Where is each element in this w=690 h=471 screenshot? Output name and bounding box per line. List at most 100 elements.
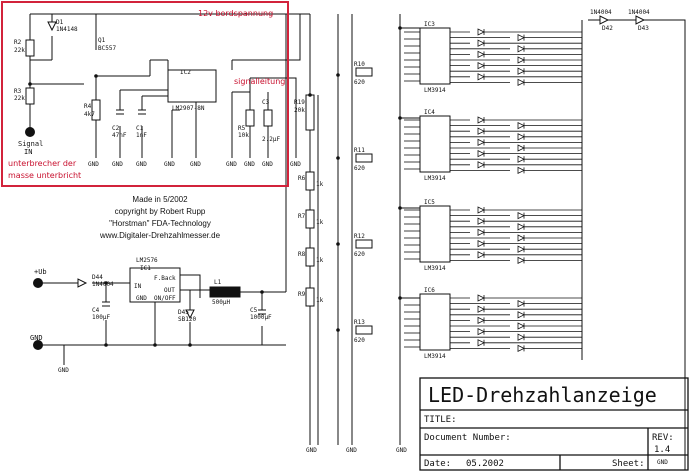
label-c2-value: 47nF [112, 132, 127, 139]
label-ic3: IC3 [424, 21, 435, 28]
label-r5: R5 [238, 125, 246, 132]
label-l1: L1 [214, 279, 222, 286]
label-r10-value: 620 [354, 79, 365, 86]
gnd-label-7: GND [244, 161, 255, 168]
led-diode-icon [517, 166, 525, 175]
led-diode-icon [517, 133, 525, 141]
label-d44-value: 1N4004 [92, 281, 114, 288]
title-block-frame [419, 377, 689, 471]
unterbrecher-note-line2: masse unterbricht [8, 171, 81, 180]
label-ic4-part: LM3914 [424, 175, 446, 182]
credit-line-3: "Horstman" FDA-Technology [109, 219, 211, 228]
label-c2: C2 [112, 125, 120, 132]
led-diode-icon [477, 61, 485, 70]
ic1-pin-gnd: GND [136, 295, 147, 302]
label-c5-value: 1000µF [250, 314, 272, 321]
highlight-box [1, 1, 289, 187]
led-diode-icon [477, 127, 485, 135]
label-d45: D45 [178, 309, 189, 316]
label-c4-value: 100µF [92, 314, 110, 321]
led-diode-icon [517, 155, 525, 163]
label-r10: R10 [354, 61, 365, 68]
led-diode-icon [477, 73, 485, 81]
junction-dots [25, 26, 402, 350]
gnd-label-9: GND [290, 161, 301, 168]
led-diode-icon [477, 251, 485, 259]
led-diode-icon [517, 211, 525, 220]
label-r8-value: 1k [316, 257, 324, 264]
signal-label-2: IN [24, 148, 32, 156]
gnd-label-6: GND [226, 161, 237, 168]
label-ic3-part: LM3914 [424, 87, 446, 94]
label-ic4: IC4 [424, 109, 435, 116]
label-d45-value: SB120 [178, 316, 196, 323]
label-r2-value: 22k [14, 47, 25, 54]
led-diode-icon [477, 206, 485, 214]
label-r3-value: 22k [14, 95, 25, 102]
label-c5: C5 [250, 307, 258, 314]
label-r9-value: 1k [316, 297, 324, 304]
led-diode-icon [517, 344, 525, 353]
led-diode-icon [517, 33, 525, 42]
label-ic2: IC2 [180, 69, 191, 76]
label-d43-value: 1N4004 [628, 9, 650, 16]
label-d44: D44 [92, 274, 103, 281]
label-d42: D42 [602, 25, 613, 32]
led-diode-icon [517, 67, 525, 75]
gnd-label-8: GND [262, 161, 273, 168]
diodes [47, 15, 646, 320]
sheet-label: Sheet: [612, 459, 645, 469]
label-r11-value: 620 [354, 165, 365, 172]
led-diode-icon [517, 78, 525, 87]
label-r4-value: 4k7 [84, 111, 95, 118]
label-d1: D1 [56, 19, 64, 26]
led-diode-icon [477, 305, 485, 313]
signal-label-1: Signal [18, 140, 43, 148]
signalleitung-note: signalleitung [234, 77, 285, 86]
label-r9: R9 [298, 291, 306, 298]
rev-label: REV: [652, 433, 674, 443]
label-q1-value: BC557 [98, 45, 116, 52]
label-ic2-part: LM2907-8N [172, 105, 205, 112]
label-c1-value: 1nF [136, 132, 147, 139]
led-diode-icon [517, 56, 525, 64]
led-diode-icon [477, 316, 485, 325]
led-diode-icon [477, 39, 485, 47]
led-diode-icon [477, 28, 485, 36]
led-diode-icon [477, 217, 485, 225]
led-diode-icon [517, 234, 525, 242]
title-block-title: LED-Drehzahlanzeige [428, 383, 657, 407]
gnd-label-2: GND [112, 161, 123, 168]
date-value: 05.2002 [466, 459, 504, 469]
label-c3: C3 [262, 99, 270, 106]
gnd-bus-1: GND [306, 447, 317, 454]
label-r7: R7 [298, 213, 306, 220]
gnd-bus-4: GND [657, 459, 668, 466]
led-diode-icon [517, 322, 525, 330]
label-r13-value: 620 [354, 337, 365, 344]
label-ic5-part: LM3914 [424, 265, 446, 272]
components [25, 27, 451, 351]
credit-line-1: Made in 5/2002 [132, 195, 188, 204]
gnd-label-3: GND [136, 161, 147, 168]
gnd-bus-3: GND [396, 447, 407, 454]
wires [29, 13, 686, 470]
led-diode-icon [517, 45, 525, 53]
ic1-pin-onoff: ON/OFF [154, 295, 176, 302]
led-diode-icon [477, 149, 485, 158]
led-diode-icon [517, 245, 525, 253]
label-c4: C4 [92, 307, 100, 314]
label-r6: R6 [298, 175, 306, 182]
ic1-pin-in: IN [134, 283, 142, 290]
label-r13: R13 [354, 319, 365, 326]
led-diode-icon [517, 311, 525, 319]
credit-line-4: www.Digitaler-Drehzahlmesser.de [99, 231, 221, 240]
label-r3: R3 [14, 88, 22, 95]
led-diode-icon [517, 299, 525, 308]
label-d42-value: 1N4004 [590, 9, 612, 16]
led-diode-icon [477, 239, 485, 248]
date-label: Date: [424, 459, 451, 469]
led-diode-icon [477, 294, 485, 302]
label-r19: R19 [294, 99, 305, 106]
gnd-in-label: GND [30, 334, 43, 342]
